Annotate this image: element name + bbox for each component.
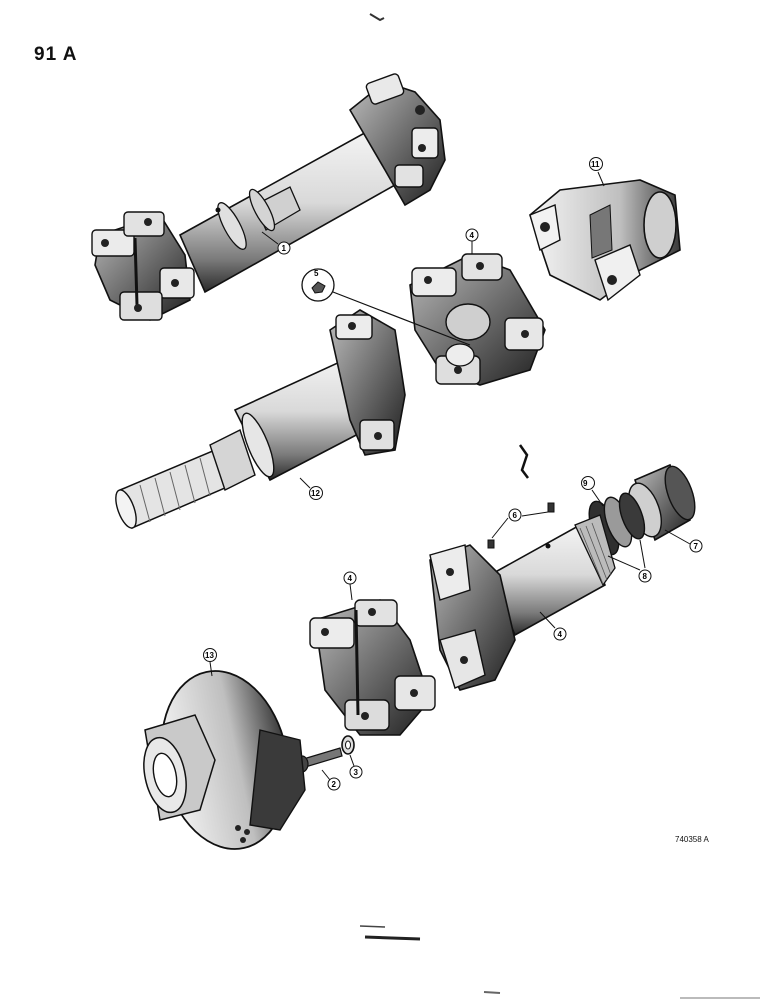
callout-5: 5 bbox=[314, 269, 319, 278]
svg-text:4: 4 bbox=[558, 630, 563, 639]
universal-joint-4-lower bbox=[309, 599, 436, 736]
callout-2: 2 bbox=[321, 769, 341, 791]
companion-flange-13 bbox=[143, 670, 306, 850]
figure-code: 740358 A bbox=[675, 835, 709, 844]
callout-6: 4 bbox=[539, 611, 567, 641]
svg-text:6: 6 bbox=[513, 511, 518, 520]
page-number: 91 A bbox=[34, 44, 78, 65]
callout-12: 11 bbox=[589, 157, 605, 187]
washer-3 bbox=[341, 735, 355, 755]
svg-text:13: 13 bbox=[205, 651, 214, 660]
svg-text:9: 9 bbox=[583, 479, 588, 488]
drive-shaft-1 bbox=[91, 73, 446, 321]
scan-artifacts bbox=[359, 13, 760, 999]
callout-10: 9 bbox=[581, 476, 604, 507]
splined-shaft-11 bbox=[115, 309, 406, 530]
svg-text:8: 8 bbox=[643, 572, 648, 581]
callout-8: 7 bbox=[664, 529, 703, 553]
svg-text:4: 4 bbox=[348, 574, 353, 583]
universal-joint-4-upper bbox=[409, 253, 546, 386]
callout-3: 3 bbox=[349, 754, 363, 779]
slip-yoke-12 bbox=[529, 179, 681, 302]
svg-text:11: 11 bbox=[591, 160, 600, 169]
svg-text:7: 7 bbox=[694, 542, 699, 551]
callout-7: 6 bbox=[491, 508, 549, 539]
callout-4-lower: 4 bbox=[343, 571, 357, 601]
svg-text:1: 1 bbox=[282, 244, 287, 253]
callout-9: 8 bbox=[607, 539, 652, 583]
svg-text:2: 2 bbox=[332, 780, 337, 789]
callout-13: 13 bbox=[203, 648, 217, 677]
callout-4-upper: 4 bbox=[465, 228, 479, 254]
callout-1: 1 bbox=[261, 231, 291, 255]
grease-fitting-5-inset bbox=[301, 268, 471, 346]
yoke-shaft-6 bbox=[429, 502, 616, 691]
svg-text:3: 3 bbox=[354, 768, 359, 777]
callout-11: 12 bbox=[299, 477, 323, 500]
svg-text:4: 4 bbox=[470, 231, 475, 240]
svg-text:12: 12 bbox=[311, 489, 320, 498]
svg-text:5: 5 bbox=[314, 269, 319, 278]
